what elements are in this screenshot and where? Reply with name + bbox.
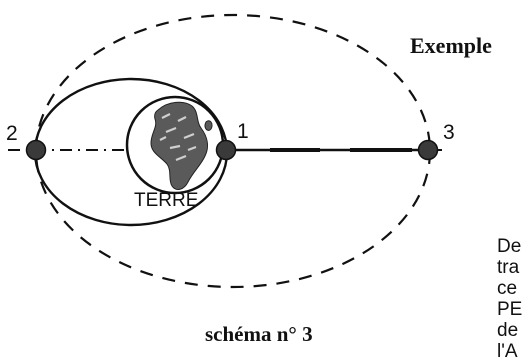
- point-2-label: 2: [6, 122, 18, 145]
- earth-label: TERRE: [134, 190, 198, 211]
- side-text-line-6: l'A: [497, 341, 518, 362]
- point-1-marker: [215, 139, 237, 161]
- example-heading: Exemple: [410, 33, 492, 58]
- side-text-line-1: De: [497, 236, 522, 257]
- side-text-line-4: PE: [497, 299, 523, 320]
- diagram-caption: schéma n° 3: [205, 322, 313, 346]
- earth-island: [204, 120, 213, 131]
- earth-texture: [159, 113, 197, 162]
- point-1-label: 1: [237, 120, 249, 143]
- point-2-marker: [25, 139, 47, 161]
- point-3-label: 3: [443, 121, 455, 144]
- side-text-line-2: tra: [497, 257, 520, 278]
- earth: [125, 95, 225, 195]
- side-text-line-5: de: [497, 320, 519, 341]
- side-text-line-3: ce: [497, 278, 518, 299]
- point-3-marker: [417, 139, 439, 161]
